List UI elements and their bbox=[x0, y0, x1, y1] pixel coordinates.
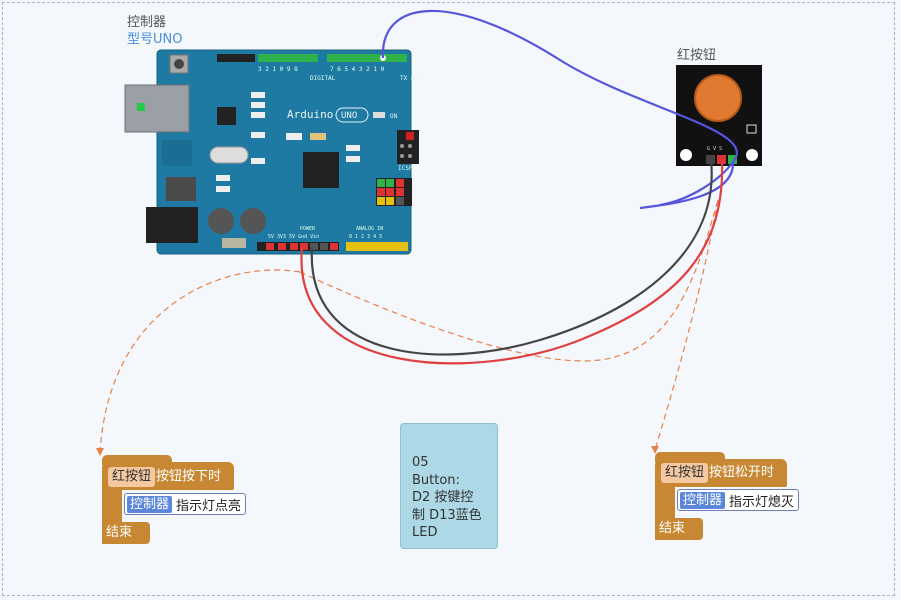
svg-text:UNO: UNO bbox=[341, 111, 357, 121]
svg-text:0 1 2 3 4 5: 0 1 2 3 4 5 bbox=[349, 234, 382, 240]
svg-text:POWER: POWER bbox=[300, 226, 316, 232]
action-component-tag[interactable]: 控制器 bbox=[680, 491, 726, 509]
svg-text:TX RX: TX RX bbox=[400, 75, 418, 82]
power-jack bbox=[146, 207, 198, 243]
block-hat-tab bbox=[655, 452, 725, 462]
svg-text:ICSP: ICSP bbox=[398, 165, 413, 172]
button-cap bbox=[694, 74, 742, 122]
power-wire bbox=[300, 159, 724, 365]
usb-port bbox=[124, 84, 190, 133]
arduino-uno-board: DIGITAL 7 6 5 4 3 2 1 0 3 2 1 0 9 8 TX R… bbox=[124, 49, 419, 255]
fuse bbox=[222, 238, 246, 248]
action-component-tag[interactable]: 控制器 bbox=[127, 495, 173, 513]
controller-model-label[interactable]: 型号UNO bbox=[127, 32, 183, 47]
block-event-label[interactable]: 按钮松开时 bbox=[709, 465, 775, 480]
button-link-line bbox=[654, 199, 719, 451]
digital-header-low bbox=[327, 54, 407, 62]
svg-text:Arduino: Arduino bbox=[287, 108, 333, 121]
action-label[interactable]: 指示灯点亮 bbox=[176, 498, 242, 514]
svg-text:G V S: G V S bbox=[707, 146, 722, 152]
svg-text:ON: ON bbox=[390, 113, 398, 120]
block-end: 结束 bbox=[655, 518, 703, 540]
capacitor-1 bbox=[208, 208, 234, 234]
button-module-name-label: 红按钮 bbox=[677, 48, 717, 63]
red-button-module: G V S bbox=[676, 65, 762, 166]
ground-wire bbox=[310, 159, 713, 356]
note-line: LED bbox=[412, 525, 438, 540]
action-label[interactable]: 指示灯熄灭 bbox=[729, 494, 795, 510]
voltage-regulator bbox=[166, 177, 196, 201]
note-card[interactable]: 05 Button: D2 按键控 制 D13蓝色 LED bbox=[400, 423, 498, 549]
controller-to-button-link bbox=[299, 199, 719, 362]
block-component-pill[interactable]: 红按钮 bbox=[661, 463, 709, 483]
microcontroller-chip bbox=[303, 152, 339, 188]
controller-link-line bbox=[99, 269, 301, 453]
block-hat-tab bbox=[102, 455, 172, 465]
note-line: D2 按键控 bbox=[412, 490, 474, 505]
block-component-pill[interactable]: 红按钮 bbox=[108, 467, 156, 487]
analog-header bbox=[346, 242, 408, 251]
action-block[interactable]: 控制器 指示灯熄灭 bbox=[677, 489, 799, 511]
note-line: 制 D13蓝色 bbox=[412, 507, 482, 523]
controller-link-arrow bbox=[96, 448, 104, 456]
controller-name-label: 控制器 bbox=[127, 15, 167, 30]
usb-led bbox=[137, 103, 145, 111]
signal-wire bbox=[381, 9, 738, 207]
button-link-arrow bbox=[651, 446, 659, 454]
capacitor-2 bbox=[240, 208, 266, 234]
note-line: Button: bbox=[412, 472, 460, 488]
block-end: 结束 bbox=[102, 522, 150, 544]
block-event-label[interactable]: 按钮按下时 bbox=[156, 469, 222, 484]
digital-header-high bbox=[258, 54, 318, 62]
crystal bbox=[209, 146, 249, 164]
svg-text:ANALOG IN: ANALOG IN bbox=[356, 226, 383, 232]
svg-text:7 6 5 4 3 2 1 0: 7 6 5 4 3 2 1 0 bbox=[330, 66, 385, 73]
note-line: 05 bbox=[412, 455, 429, 470]
action-block[interactable]: 控制器 指示灯点亮 bbox=[124, 493, 246, 515]
svg-text:5V 3V3 5V Gnd Vin: 5V 3V3 5V Gnd Vin bbox=[268, 234, 319, 240]
usb-chip bbox=[217, 107, 236, 125]
block-spine bbox=[655, 485, 675, 521]
svg-text:3 2 1 0 9 8: 3 2 1 0 9 8 bbox=[258, 66, 298, 73]
block-spine bbox=[102, 488, 122, 524]
svg-text:DIGITAL: DIGITAL bbox=[310, 75, 336, 82]
